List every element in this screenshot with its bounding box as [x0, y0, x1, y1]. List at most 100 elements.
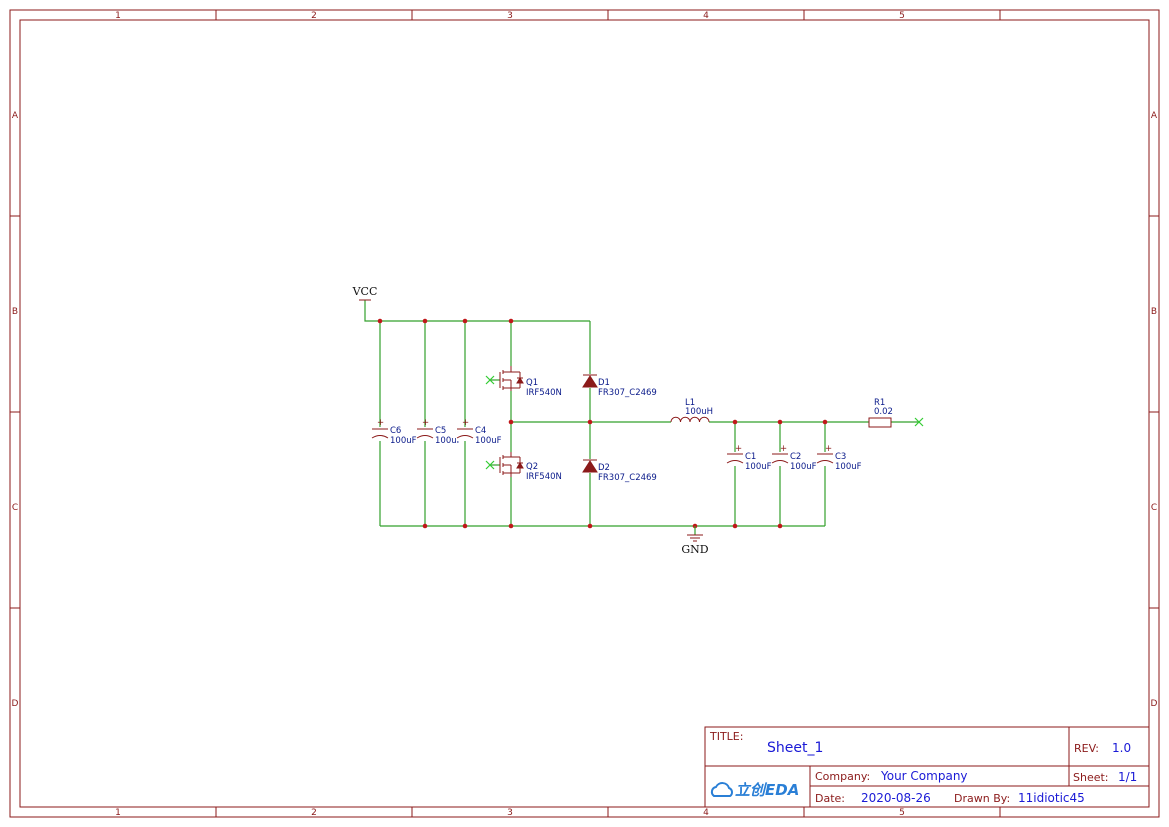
- q1-value: IRF540N: [526, 388, 562, 398]
- c2-ref: C2: [790, 452, 801, 462]
- svg-text:+: +: [422, 418, 429, 428]
- c1-value: 100uF: [745, 462, 772, 472]
- title-value: Sheet_1: [767, 740, 823, 756]
- outer-frame: [9, 9, 1160, 818]
- row-dividers: [10, 215, 1159, 609]
- row-label-left-a: A: [12, 111, 19, 121]
- junction: [777, 419, 783, 425]
- junction: [777, 523, 783, 529]
- sheet-value: 1/1: [1118, 770, 1137, 784]
- svg-text:+: +: [377, 418, 384, 428]
- q1-ref: Q1: [526, 378, 538, 388]
- c5-value: 100uF: [435, 436, 462, 446]
- rev-label: REV:: [1074, 742, 1099, 755]
- svg-text:+: +: [735, 444, 742, 454]
- capacitor-c4[interactable]: + C4 100uF: [456, 418, 502, 446]
- drawn-by-label: Drawn By:: [954, 792, 1010, 805]
- junction: [508, 419, 514, 425]
- junction: [462, 318, 468, 324]
- l1-ref: L1: [685, 398, 695, 408]
- wires: [364, 300, 920, 527]
- diode-d2[interactable]: D2 FR307_C2469: [582, 459, 657, 483]
- col-label-top-1: 1: [115, 11, 121, 21]
- svg-text:+: +: [462, 418, 469, 428]
- date-value: 2020-08-26: [861, 791, 931, 805]
- junction: [508, 318, 514, 324]
- title-block: TITLE: Sheet_1 REV: 1.0 Company: Your Co…: [704, 726, 1150, 808]
- col-label-bottom-5: 5: [899, 808, 905, 818]
- capacitor-c6[interactable]: + C6 100uF: [371, 418, 417, 446]
- capacitor-c3[interactable]: + C3 100uF: [816, 444, 862, 472]
- junction: [732, 523, 738, 529]
- mosfet-q2[interactable]: Q2 IRF540N: [499, 452, 562, 482]
- diode-d1[interactable]: D1 FR307_C2469: [582, 374, 657, 398]
- c4-ref: C4: [475, 426, 486, 436]
- col-label-top-5: 5: [899, 11, 905, 21]
- col-label-top-4: 4: [703, 11, 709, 21]
- junction: [587, 419, 593, 425]
- no-connect-q1: [485, 375, 495, 385]
- cloud-icon: [710, 782, 733, 797]
- col-label-bottom-1: 1: [115, 808, 121, 818]
- date-label: Date:: [815, 792, 845, 805]
- junction: [462, 523, 468, 529]
- junction: [822, 419, 828, 425]
- row-label-left-d: D: [12, 699, 19, 709]
- col-label-bottom-2: 2: [311, 808, 317, 818]
- row-label-left-b: B: [12, 307, 18, 317]
- c4-value: 100uF: [475, 436, 502, 446]
- no-connect-q2: [485, 460, 495, 470]
- sheet-label: Sheet:: [1073, 771, 1109, 784]
- d1-value: FR307_C2469: [598, 388, 657, 398]
- inductor-l1[interactable]: L1 100uH: [670, 398, 713, 423]
- c3-ref: C3: [835, 452, 846, 462]
- row-label-right-c: C: [1151, 503, 1157, 513]
- junctions: [377, 318, 828, 529]
- junction: [508, 523, 514, 529]
- r1-value: 0.02: [874, 407, 893, 417]
- c2-value: 100uF: [790, 462, 817, 472]
- svg-text:+: +: [780, 444, 787, 454]
- d1-ref: D1: [598, 378, 610, 388]
- col-label-top-3: 3: [507, 11, 513, 21]
- capacitor-c2[interactable]: + C2 100uF: [771, 444, 817, 472]
- row-label-right-d: D: [1151, 699, 1158, 709]
- col-label-bottom-3: 3: [507, 808, 513, 818]
- r1-ref: R1: [874, 398, 885, 408]
- drawn-by-value: 11idiotic45: [1018, 791, 1085, 805]
- junction: [732, 419, 738, 425]
- wire-vcc-stub: [364, 300, 380, 322]
- gnd-symbol: GND: [681, 526, 709, 556]
- c6-value: 100uF: [390, 436, 417, 446]
- capacitor-c1[interactable]: + C1 100uF: [726, 444, 772, 472]
- row-label-left-c: C: [12, 503, 18, 513]
- q2-ref: Q2: [526, 462, 538, 472]
- junction: [377, 318, 383, 324]
- d2-ref: D2: [598, 463, 610, 473]
- gnd-label: GND: [681, 543, 708, 556]
- mosfet-q1[interactable]: Q1 IRF540N: [499, 366, 562, 398]
- junction: [587, 523, 593, 529]
- rev-value: 1.0: [1112, 741, 1131, 755]
- capacitor-c5[interactable]: + C5 100uF: [416, 418, 462, 446]
- no-connect-output: [914, 417, 924, 427]
- logo-text: 立创EDA: [735, 781, 799, 799]
- l1-value: 100uH: [685, 407, 713, 417]
- junction: [422, 523, 428, 529]
- c1-ref: C1: [745, 452, 756, 462]
- title-label: TITLE:: [709, 730, 743, 743]
- svg-text:+: +: [825, 444, 832, 454]
- company-label: Company:: [815, 770, 870, 783]
- c6-ref: C6: [390, 426, 401, 436]
- inner-frame: [19, 19, 1150, 808]
- resistor-r1[interactable]: R1 0.02: [868, 398, 893, 428]
- col-label-top-2: 2: [311, 11, 317, 21]
- company-value: Your Company: [880, 769, 968, 783]
- c3-value: 100uF: [835, 462, 862, 472]
- d2-value: FR307_C2469: [598, 473, 657, 483]
- c5-ref: C5: [435, 426, 446, 436]
- q2-value: IRF540N: [526, 472, 562, 482]
- vcc-symbol: VCC: [352, 285, 377, 301]
- lceda-logo: 立创EDA: [710, 781, 799, 799]
